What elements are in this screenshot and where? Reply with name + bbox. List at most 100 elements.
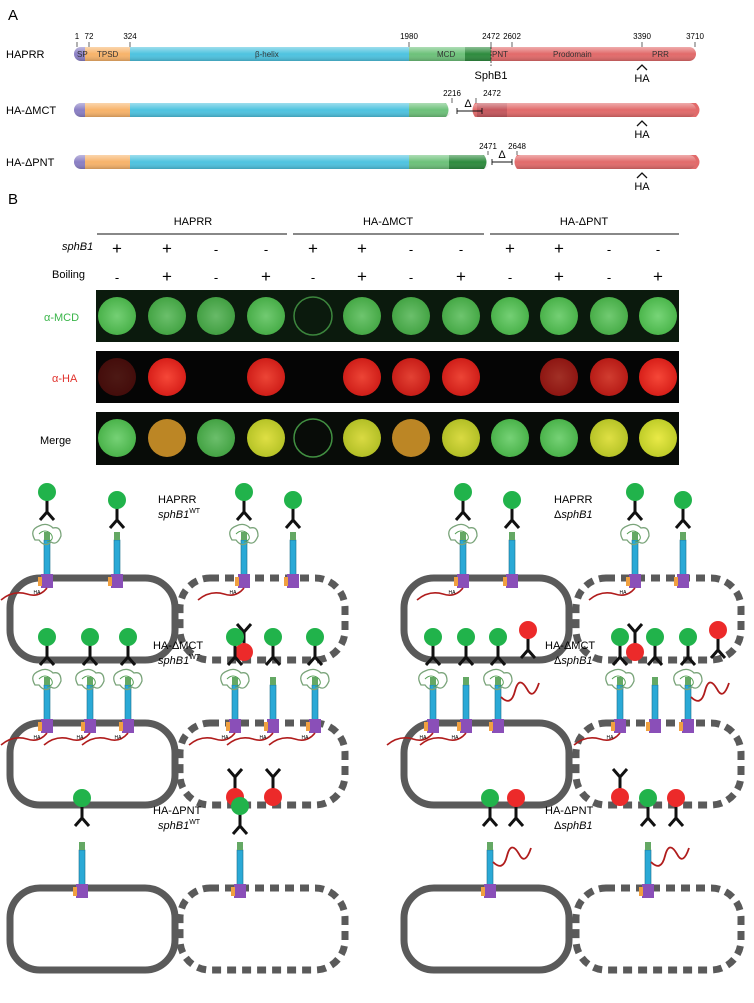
- haprr-protein: [226, 677, 279, 746]
- schematic-subtitle-6: ΔsphB1: [554, 820, 593, 832]
- haprr-protein: [284, 532, 299, 588]
- sphb1-sign: -: [607, 242, 611, 257]
- boiling-sign: +: [554, 267, 564, 286]
- group-label-ha-dpnt: HA-ΔPNT: [560, 216, 609, 228]
- anti-mcd-antibody: [457, 628, 475, 666]
- anti-mcd-antibody: [454, 483, 472, 521]
- boiling-sign: -: [311, 270, 315, 285]
- sphb1-sign: +: [357, 239, 367, 258]
- blot-dot-mcd: [442, 297, 480, 335]
- label-beta-helix: β-helix: [255, 50, 279, 59]
- pos-2472-dmct: 2472: [483, 89, 501, 98]
- pos-2648: 2648: [508, 142, 526, 151]
- anti-ha-antibody: [507, 789, 525, 827]
- anti-mcd-antibody: [424, 628, 442, 666]
- sphb1-sign: +: [554, 239, 564, 258]
- blot-dot-merge: [247, 419, 285, 457]
- panel-b-label: B: [8, 191, 18, 208]
- pos-2216: 2216: [443, 89, 461, 98]
- lysed-cell-outline: [176, 719, 349, 809]
- haprr-protein: [81, 668, 143, 746]
- construct-name-ha-dpnt: HA-ΔPNT: [6, 157, 55, 169]
- boiling-sign: +: [261, 267, 271, 286]
- boiling-sign: -: [508, 270, 512, 285]
- pos-324: 324: [123, 32, 137, 41]
- haprr-protein: [73, 842, 88, 898]
- schematic-subtitle-3: sphB1WT: [158, 654, 201, 667]
- anti-ha-antibody: [264, 768, 282, 806]
- construct-ha-dmct: HA-ΔMCT 2216 2472 Δ HA: [6, 89, 700, 141]
- sphb1-sign: -: [656, 242, 660, 257]
- anti-mcd-antibody: [231, 797, 249, 835]
- blot-dot-mcd: [293, 296, 333, 336]
- anti-ha-antibody: [226, 768, 244, 806]
- haprr-protein: [231, 842, 246, 898]
- blot-dot-ha: [590, 358, 628, 396]
- blot-dot-mcd: [392, 297, 430, 335]
- bacterial-cell: [6, 884, 179, 974]
- blot-dot-mcd: [343, 297, 381, 335]
- blot-dot-merge: [491, 419, 529, 457]
- sphb1-sign: +: [505, 239, 515, 258]
- ha-tag-label-dpnt: HA: [634, 181, 650, 193]
- lysed-cell-outline: [572, 884, 745, 974]
- haprr-protein: [639, 842, 690, 898]
- haprr-protein: [108, 532, 123, 588]
- anti-mcd-antibody: [503, 491, 521, 529]
- anti-mcd-antibody: [489, 628, 507, 666]
- sphb1-sign: +: [162, 239, 172, 258]
- haprr-protein: [0, 523, 62, 601]
- haprr-protein: [268, 668, 330, 746]
- boiling-sign: -: [115, 270, 119, 285]
- ha-tag-mark: HA: [302, 735, 310, 741]
- sphb1-sign: -: [264, 242, 268, 257]
- anti-mcd-antibody: [226, 628, 244, 666]
- schematic-subtitle-1: sphB1WT: [158, 508, 201, 521]
- anti-mcd-antibody: [674, 491, 692, 529]
- lysed-cell-outline: [572, 719, 745, 809]
- blot-label-merge: Merge: [40, 435, 71, 447]
- haprr-protein: [481, 842, 532, 898]
- schematic-subtitle-2: ΔsphB1: [554, 509, 593, 521]
- sphb1-cleavage-label: SphB1: [474, 70, 507, 82]
- haprr-protein: [188, 668, 250, 746]
- anti-mcd-antibody: [235, 483, 253, 521]
- blot-dot-ha: [639, 358, 677, 396]
- blot-dot-ha: [98, 358, 136, 396]
- pos-1: 1: [75, 32, 80, 41]
- group-label-ha-dmct: HA-ΔMCT: [363, 216, 413, 228]
- anti-mcd-antibody: [38, 628, 56, 666]
- sphb1-sign: -: [459, 242, 463, 257]
- haprr-protein: [419, 677, 472, 746]
- blot-dot-merge: [442, 419, 480, 457]
- anti-mcd-antibody: [284, 491, 302, 529]
- blot-dot-merge: [590, 419, 628, 457]
- panel-a-label: A: [8, 7, 18, 24]
- label-prr: PRR: [652, 50, 669, 59]
- blot-dot-mcd: [197, 297, 235, 335]
- blot-ha-panel: [96, 351, 679, 403]
- anti-mcd-antibody: [264, 628, 282, 666]
- schematic-title-5: HA-ΔPNT: [153, 805, 202, 817]
- ha-tag-mark: HA: [260, 735, 268, 741]
- pos-1980: 1980: [400, 32, 418, 41]
- delta-symbol-dpnt: Δ: [498, 149, 506, 161]
- haprr-protein: [674, 532, 689, 588]
- ha-tag-mark: HA: [620, 590, 628, 596]
- blot-merge-panel: [96, 412, 679, 465]
- ha-tag-mark: HA: [34, 735, 42, 741]
- sphb1-sign: +: [308, 239, 318, 258]
- haprr-protein: [573, 668, 635, 746]
- schematic-title-6: HA-ΔPNT: [545, 805, 594, 817]
- blot-dot-ha: [343, 358, 381, 396]
- ha-tag-mark: HA: [34, 590, 42, 596]
- group-label-haprr: HAPRR: [174, 216, 213, 228]
- lysed-cell-outline: [176, 574, 349, 664]
- blot-mcd-panel: [96, 290, 679, 342]
- row-label-boiling: Boiling: [52, 269, 85, 281]
- haprr-protein: [503, 532, 518, 588]
- blot-dot-ha: [148, 358, 186, 396]
- bacterial-cell: [400, 884, 573, 974]
